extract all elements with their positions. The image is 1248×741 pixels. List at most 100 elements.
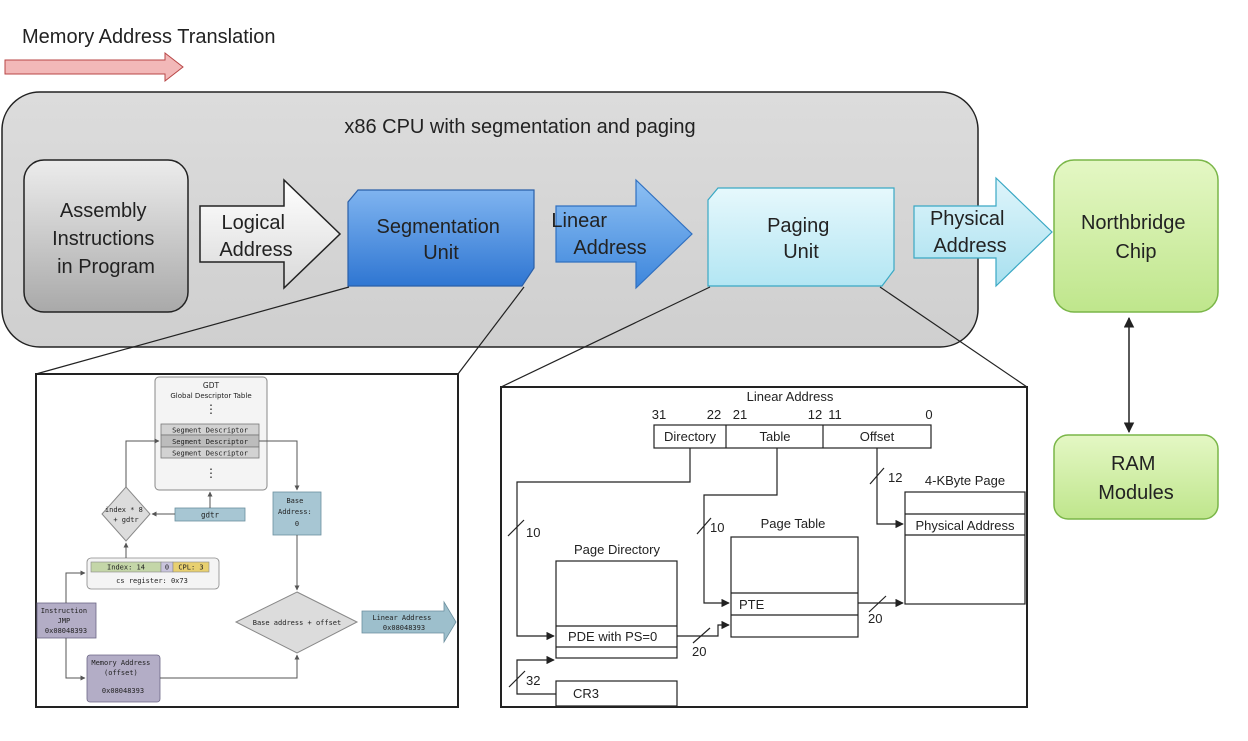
segment-descriptor-3-label: Segment Descriptor	[172, 450, 248, 458]
ram-line-1: RAM	[1111, 453, 1155, 475]
tick-directory	[507, 519, 525, 537]
paging-zoom-line-right	[879, 286, 1028, 388]
cs-ti-label: 0	[165, 564, 169, 572]
cs-cpl-label: CPL: 3	[178, 564, 203, 572]
segmentation-line-1: Segmentation	[377, 216, 500, 238]
linear-address-title: Linear Address	[747, 389, 834, 404]
physical-address-arrow: Physical Address	[913, 176, 1053, 288]
svg-text:Base Address: 0: Base Address: 0	[278, 497, 316, 528]
ram-modules: RAM Modules	[1053, 434, 1219, 520]
svg-text:Logical Address: Logical Address	[219, 212, 292, 261]
connector-instruction-to-memory	[65, 638, 86, 681]
memory-address-line-3: 0x08048393	[102, 687, 144, 695]
tick-cr3	[508, 670, 526, 688]
bit-31: 31	[652, 407, 666, 422]
segmentation-zoom-line-right	[457, 286, 525, 375]
width-cr3: 32	[526, 673, 540, 688]
index-gdtr-diamond	[101, 486, 151, 542]
northbridge-line-2: Chip	[1115, 241, 1156, 263]
instruction-box	[36, 602, 97, 639]
paging-unit: Paging Unit	[707, 187, 895, 287]
directory-connector	[516, 448, 691, 641]
svg-text:Paging Unit: Paging Unit	[767, 215, 835, 263]
assembly-line-1: Assembly	[60, 200, 147, 222]
bit-11: 11	[828, 407, 842, 422]
bit-0: 0	[925, 407, 932, 422]
svg-text:index * 8 + gdtr: index * 8 + gdtr	[105, 506, 147, 524]
linear-address-register	[653, 424, 932, 449]
four-kbyte-page-title: 4-KByte Page	[925, 473, 1005, 488]
base-address-box	[272, 491, 322, 536]
page-directory	[555, 560, 678, 659]
width-offset: 12	[888, 470, 902, 485]
width-pde: 20	[692, 644, 706, 659]
svg-text:Instruction JMP 0x: Instruction JMP 0x08048393	[41, 607, 92, 635]
base-offset-diamond	[234, 591, 359, 654]
title-arrow-icon	[4, 51, 184, 83]
logical-address-line-1: Logical	[222, 212, 285, 234]
gdt-ellipsis-top: ⋮	[205, 402, 217, 416]
svg-text:Segmentation Unit: Segmentation Unit	[377, 216, 506, 264]
svg-text:Physical Address: Physical Address	[930, 208, 1010, 257]
instruction-line-3: 0x08048393	[45, 627, 87, 635]
instruction-line-1: Instruction	[41, 607, 87, 615]
connector-memory-to-diamond	[160, 654, 300, 679]
connector-gdt-to-base	[259, 440, 300, 491]
segmentation-unit: Segmentation Unit	[347, 189, 535, 287]
bit-21: 21	[733, 407, 747, 422]
svg-text:Northbridge Chip: Northbridge Chip	[1081, 212, 1191, 263]
pde-entry: PDE with PS=0	[568, 629, 657, 644]
segmentation-detail-panel: GDT Global Descriptor Table ⋮ Segment De…	[35, 373, 459, 708]
page-table-title: Page Table	[761, 516, 826, 531]
tick-pde	[692, 627, 711, 644]
paging-line-1: Paging	[767, 215, 829, 237]
pte-entry: PTE	[739, 597, 765, 612]
page-directory-title: Page Directory	[574, 542, 660, 557]
pde-to-table-connector	[677, 620, 730, 637]
table-connector	[703, 448, 778, 608]
instruction-line-2: JMP	[58, 617, 71, 625]
physical-address-line-1: Physical	[930, 208, 1004, 230]
base-address-line-2: Address:	[278, 508, 312, 516]
assembly-line-3: in Program	[57, 256, 155, 278]
assembly-line-2: Instructions	[52, 228, 154, 250]
tick-table	[696, 517, 712, 535]
svg-text:Linear Address: Linear Address	[551, 210, 646, 259]
gdtr-label: gdtr	[201, 511, 220, 520]
base-offset-label: Base address + offset	[253, 619, 342, 627]
paging-detail-panel: Linear Address 31 22 21 12 11 0 Director…	[500, 386, 1028, 708]
cs-index-label: Index: 14	[107, 564, 145, 572]
linear-address-output-line-2: 0x08048393	[383, 624, 425, 632]
width-directory: 10	[526, 525, 540, 540]
physical-address-line-2: Address	[933, 235, 1006, 257]
index-gdtr-line-2: + gdtr	[113, 516, 138, 524]
segmentation-zoom-line-left	[35, 286, 350, 375]
width-pte: 20	[868, 611, 882, 626]
paging-line-2: Unit	[783, 241, 819, 263]
linear-address-output-line-1: Linear Address	[372, 614, 431, 622]
gdt-title: GDT	[203, 381, 220, 390]
cr3-label: CR3	[573, 686, 599, 701]
cpu-title: x86 CPU with segmentation and paging	[344, 116, 695, 138]
linear-address-arrow: Linear Address	[551, 178, 693, 290]
base-address-line-1: Base	[286, 497, 303, 505]
physical-address-entry: Physical Address	[916, 518, 1015, 533]
cs-cpl-field	[172, 561, 210, 573]
memory-address-line-2: (offset)	[104, 669, 138, 677]
connector-instruction-to-cs	[65, 570, 86, 603]
cs-register-label: cs register: 0x73	[116, 577, 188, 585]
logical-address-line-2: Address	[219, 239, 292, 261]
offset-field: Offset	[860, 429, 895, 444]
connector-diamond-to-gdt	[125, 438, 160, 487]
segmentation-line-2: Unit	[423, 242, 459, 264]
linear-address-line-2: Address	[573, 237, 646, 259]
northbridge-line-1: Northbridge	[1081, 212, 1186, 234]
directory-field: Directory	[664, 429, 717, 444]
base-address-line-3: 0	[295, 520, 299, 528]
page-table	[730, 536, 859, 638]
width-table: 10	[710, 520, 724, 535]
tick-offset	[869, 467, 885, 485]
northbridge-chip: Northbridge Chip	[1053, 159, 1219, 313]
linear-address-line-1: Linear	[551, 210, 607, 232]
linear-address-output-arrow	[361, 600, 457, 644]
